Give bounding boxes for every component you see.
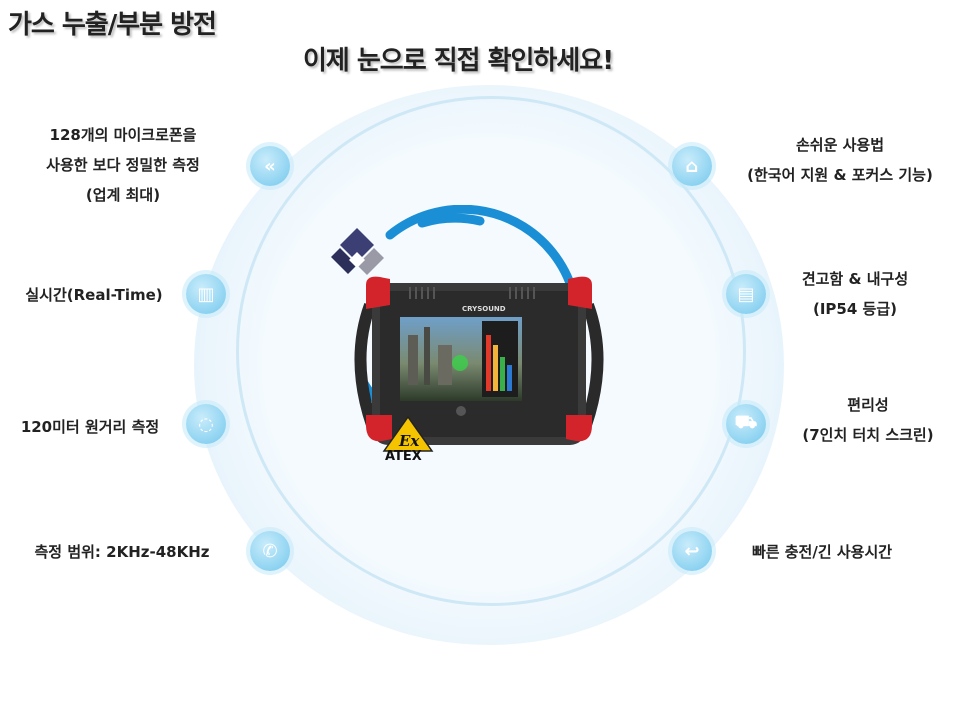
book-icon: ▤	[726, 274, 766, 314]
feature-frequency: 측정 범위: 2KHz-48KHz	[34, 543, 210, 561]
phone-icon: ✆	[250, 531, 290, 571]
headline-line1: 가스 누출/부분 방전	[8, 10, 217, 40]
brand-logo-icon	[331, 228, 384, 275]
atex-ex-symbol: Ex	[398, 432, 420, 450]
double-chevron-left-icon: «	[250, 146, 290, 186]
feature-battery: 빠른 충전/긴 사용시간	[751, 543, 893, 561]
feature-convenience: 편리성 (7인치 터치 스크린)	[802, 396, 934, 444]
atex-ex-icon: Ex	[382, 415, 434, 452]
device-image: CRYSOUND	[354, 276, 604, 445]
feature-ease-of-use: 손쉬운 사용법 (한국어 지원 & 포커스 기능)	[747, 136, 933, 184]
feature-durability: 견고함 & 내구성 (IP54 등급)	[801, 270, 909, 318]
return-arrow-icon: ↩	[672, 531, 712, 571]
circle-target-icon: ◌	[186, 404, 226, 444]
bank-icon: ⌂	[672, 146, 712, 186]
feature-ring	[236, 96, 746, 606]
buildings-icon: ▥	[186, 274, 226, 314]
feature-microphones: 128개의 마이크로폰을 사용한 보다 정밀한 측정 (업계 최대)	[46, 126, 200, 204]
cart-icon: ⛟	[726, 404, 766, 444]
device-brand-text: CRYSOUND	[462, 305, 506, 313]
atex-label: ATEX	[385, 449, 422, 464]
feature-realtime: 실시간(Real-Time)	[25, 286, 163, 304]
feature-range: 120미터 원거리 측정	[20, 418, 160, 436]
headline-line2: 이제 눈으로 직접 확인하세요!	[303, 46, 614, 76]
